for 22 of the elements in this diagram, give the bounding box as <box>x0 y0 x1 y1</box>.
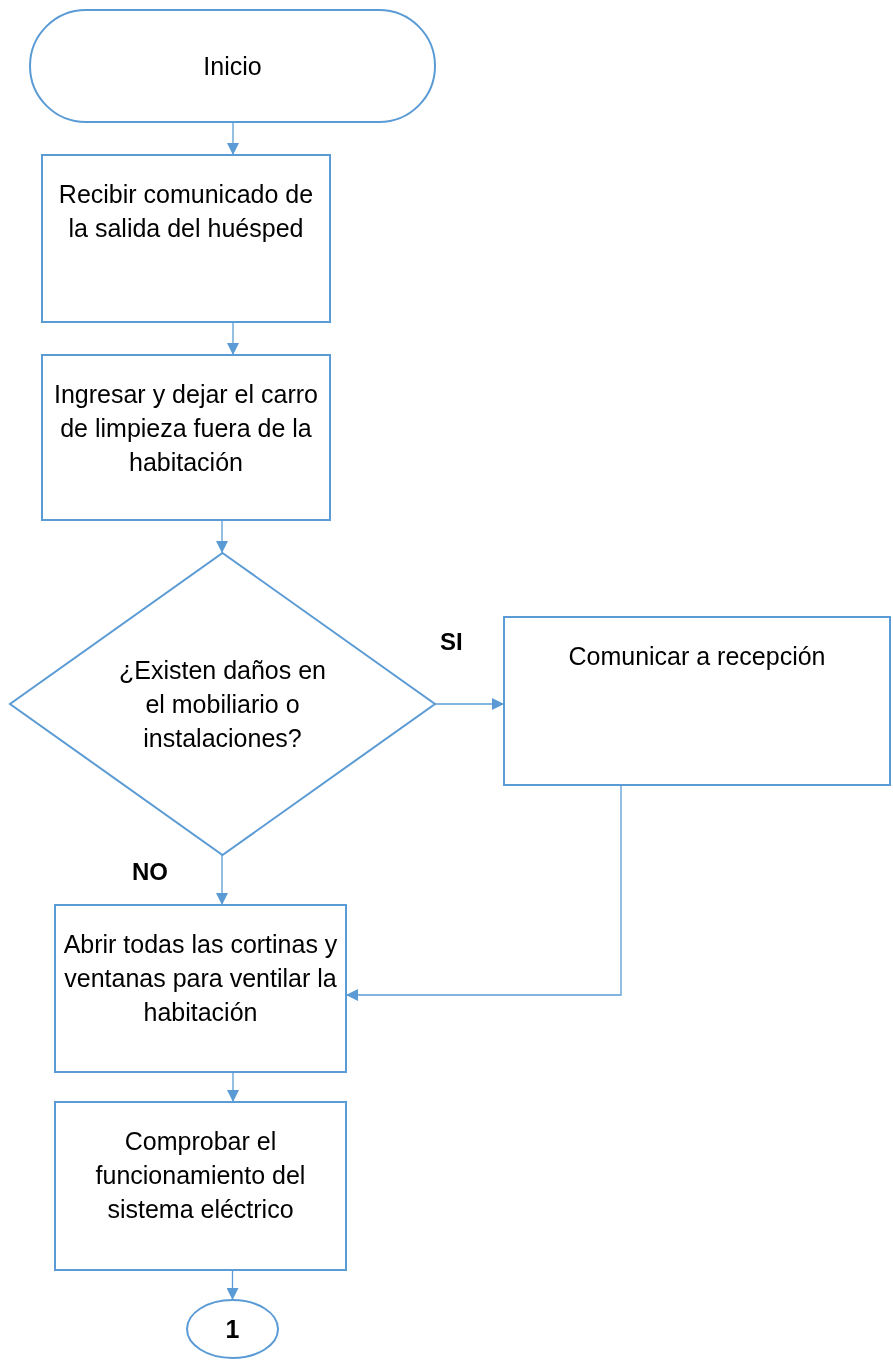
arrow <box>434 698 505 710</box>
node-label: Inicio <box>202 51 263 82</box>
process-box <box>42 155 330 322</box>
node-label: Abrir todas las cortinas y ventanas para ventilar la habitación <box>62 929 339 1028</box>
process-box <box>55 905 346 1072</box>
connector-number: 1 <box>224 1314 241 1345</box>
node-label: Comunicar a recepción <box>567 641 827 672</box>
arrow <box>226 1269 239 1301</box>
node-label: Recibir comunicado de la salida del huésped <box>57 179 315 244</box>
node-label: Comprobar el funcionamiento del sistema eléctrico <box>94 1126 307 1225</box>
node-label: ¿Existen daños en el mobiliario o instalaciones? <box>117 655 328 754</box>
process-box <box>42 355 330 520</box>
arrow <box>227 121 239 156</box>
arrow <box>227 1071 239 1103</box>
arrow <box>216 854 228 906</box>
arrow <box>216 519 228 554</box>
arrow <box>227 321 239 356</box>
node-label: Ingresar y dejar el carro de limpieza fuera de la habitación <box>53 379 319 478</box>
decision-diamond <box>10 553 435 855</box>
process-box <box>55 1102 346 1270</box>
connector-circle <box>187 1300 278 1358</box>
process-box <box>504 617 890 785</box>
